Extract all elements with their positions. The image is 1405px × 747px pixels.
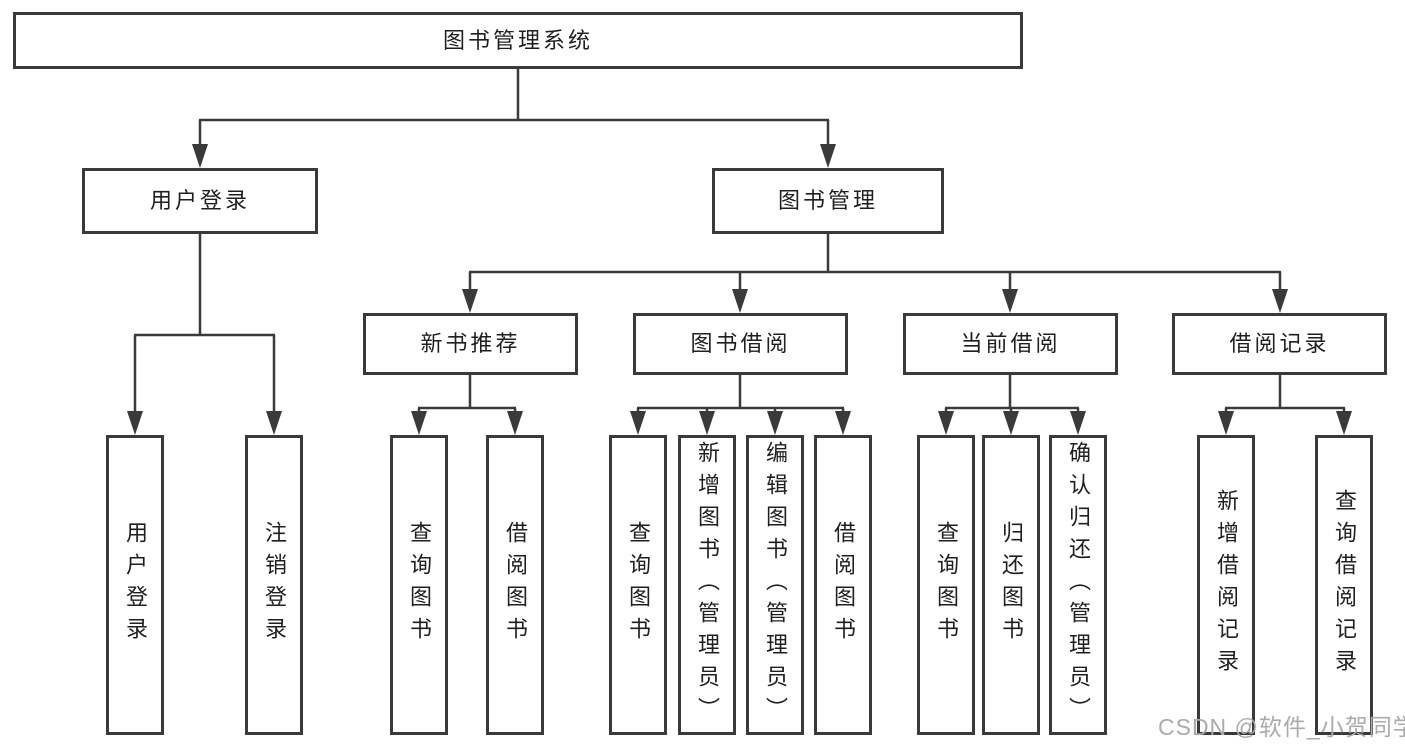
connector-user-login-branch bbox=[127, 234, 282, 435]
node-label: 编辑图书（管理员） bbox=[763, 441, 788, 729]
node-label: 用户登录 bbox=[149, 188, 250, 213]
leaf-newrec-borrow-book: 借阅图书 bbox=[486, 435, 544, 735]
node-label: 新增图书（管理员） bbox=[695, 441, 720, 729]
node-label: 图书管理 bbox=[777, 188, 878, 213]
node-label: 用户登录 bbox=[123, 521, 148, 649]
leaf-user-login: 用户登录 bbox=[106, 435, 164, 735]
leaf-current-query-book: 查询图书 bbox=[917, 435, 975, 735]
node-label: 借阅图书 bbox=[503, 521, 528, 649]
leaf-newrec-query-book: 查询图书 bbox=[390, 435, 448, 735]
node-label: 查询图书 bbox=[626, 521, 651, 649]
node-label: 确认归还（管理员） bbox=[1066, 441, 1091, 729]
node-label: 借阅图书 bbox=[831, 521, 856, 649]
leaf-current-confirm-return-admin: 确认归还（管理员） bbox=[1049, 435, 1107, 735]
connector-book-mgmt-branch bbox=[462, 232, 1288, 313]
leaf-borrow-borrow-book: 借阅图书 bbox=[814, 435, 872, 735]
node-label: 借阅记录 bbox=[1229, 331, 1330, 356]
connector-borrow-record-branch bbox=[1218, 375, 1352, 435]
node-label: 新书推荐 bbox=[420, 331, 521, 356]
node-label: 注销登录 bbox=[262, 521, 287, 649]
node-label: 图书借阅 bbox=[690, 331, 791, 356]
csdn-watermark: CSDN @软件_小贺同学 bbox=[1158, 714, 1405, 740]
node-borrow-record: 借阅记录 bbox=[1172, 313, 1387, 375]
connector-book-borrow-branch bbox=[630, 375, 851, 435]
leaf-logout: 注销登录 bbox=[245, 435, 303, 735]
node-label: 归还图书 bbox=[999, 521, 1024, 649]
leaf-record-add: 新增借阅记录 bbox=[1197, 435, 1255, 735]
connector-root-to-level2 bbox=[192, 69, 836, 168]
node-book-borrow: 图书借阅 bbox=[633, 313, 848, 375]
leaf-borrow-query-book: 查询图书 bbox=[609, 435, 667, 735]
node-label: 当前借阅 bbox=[960, 331, 1061, 356]
leaf-current-return-book: 归还图书 bbox=[982, 435, 1040, 735]
node-current-borrow: 当前借阅 bbox=[903, 313, 1118, 375]
node-user-login: 用户登录 bbox=[82, 168, 318, 234]
leaf-borrow-edit-book-admin: 编辑图书（管理员） bbox=[746, 435, 804, 735]
leaf-borrow-add-book-admin: 新增图书（管理员） bbox=[678, 435, 736, 735]
node-new-book-rec: 新书推荐 bbox=[363, 313, 578, 375]
node-label: 查询借阅记录 bbox=[1332, 489, 1357, 681]
node-root: 图书管理系统 bbox=[13, 12, 1023, 69]
node-label: 查询图书 bbox=[407, 521, 432, 649]
node-book-mgmt: 图书管理 bbox=[712, 168, 944, 234]
leaf-record-query: 查询借阅记录 bbox=[1315, 435, 1373, 735]
connector-new-book-branch bbox=[411, 375, 523, 435]
node-label: 图书管理系统 bbox=[442, 27, 593, 53]
node-label: 查询图书 bbox=[934, 521, 959, 649]
connector-current-borrow-branch bbox=[938, 375, 1086, 435]
node-label: 新增借阅记录 bbox=[1214, 489, 1239, 681]
